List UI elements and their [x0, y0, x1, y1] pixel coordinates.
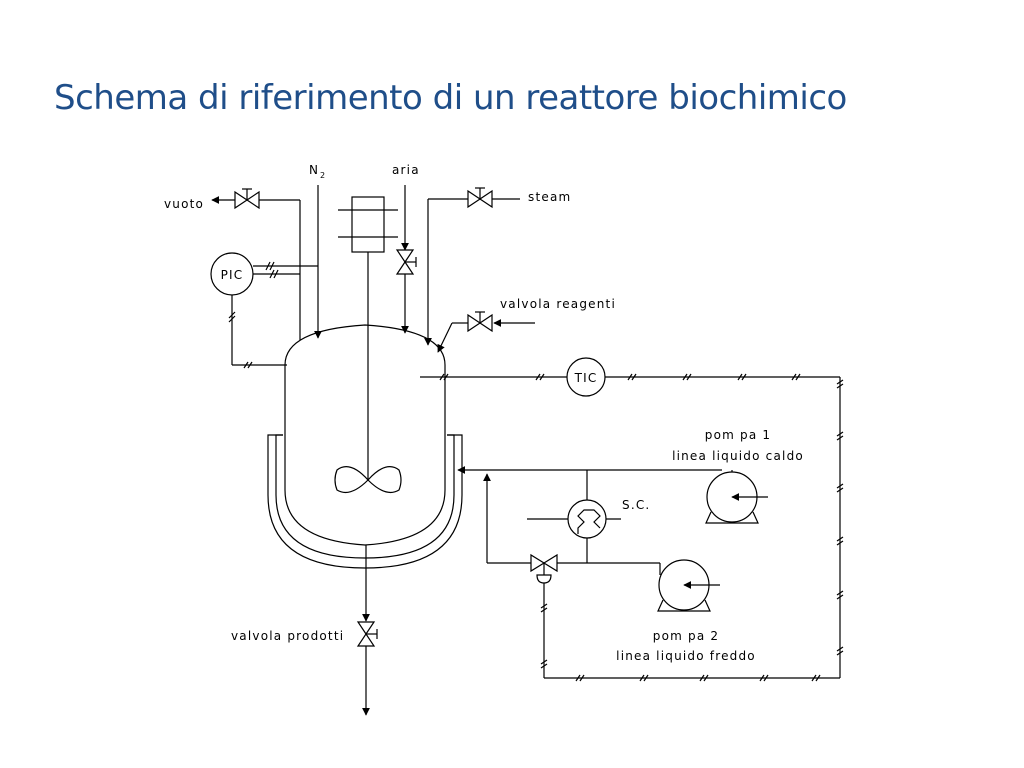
air-line: [395, 185, 417, 334]
agitator: [334, 196, 402, 493]
linea-caldo-label: linea liquido caldo: [672, 449, 804, 463]
valvola-prodotti-label: valvola prodotti: [231, 629, 344, 643]
steam-label: steam: [528, 190, 571, 204]
vuoto-label: vuoto: [164, 197, 204, 211]
reagent-valve: [437, 311, 535, 353]
jacket-circuit: [457, 466, 768, 612]
product-outlet: [356, 545, 378, 716]
reactor-vessel: [267, 324, 463, 569]
aria-label: aria: [392, 163, 420, 177]
steam-line: [424, 187, 520, 346]
pompa1-label: pom pa 1: [705, 428, 771, 442]
valvola-reagenti-label: valvola reagenti: [500, 297, 616, 311]
pic-controller: [210, 252, 318, 369]
pic-label: PIC: [221, 268, 244, 282]
pompa2-label: pom pa 2: [653, 629, 719, 643]
n2-label: N: [309, 163, 319, 177]
n2-subscript: 2: [320, 171, 326, 180]
tic-loop: [420, 357, 844, 682]
vacuum-line: [211, 188, 301, 340]
sc-label: S.C.: [622, 498, 650, 512]
tic-label: TIC: [574, 371, 598, 385]
linea-freddo-label: linea liquido freddo: [616, 649, 756, 663]
slide-title: Schema di riferimento di un reattore bio…: [54, 78, 847, 118]
